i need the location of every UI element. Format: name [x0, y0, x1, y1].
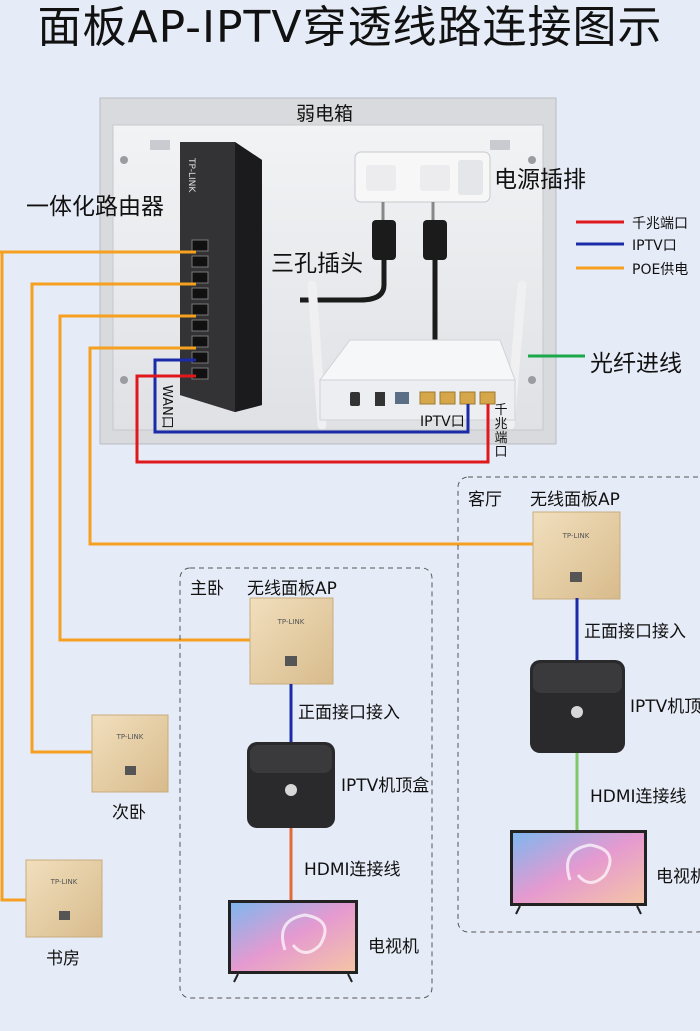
master-room-box: [179, 567, 433, 999]
svg-text:TP-LINK: TP-LINK: [116, 733, 144, 741]
iptv-line: [153, 358, 470, 434]
poe-lines: [0, 250, 534, 902]
study-label: 书房: [46, 949, 80, 969]
router-label: 一体化路由器: [26, 194, 164, 220]
router-brand: TP-LINK: [186, 158, 196, 193]
panel-ap-living: TP-LINK: [532, 511, 621, 600]
power-strip-label: 电源插排: [494, 167, 586, 193]
wan-port-label: WAN口: [159, 385, 174, 429]
gigabit-port-label: 千兆端口: [494, 403, 508, 460]
svg-text:TP-LINK: TP-LINK: [277, 618, 305, 626]
panel-ap-second-bedroom: TP-LINK: [91, 714, 169, 793]
integrated-router: [180, 142, 262, 412]
panel-ap-study: TP-LINK: [25, 859, 103, 938]
ap-brand-living: TP-LINK: [562, 532, 590, 540]
fiber-label: 光纤进线: [590, 351, 682, 377]
three-pin-plugs: [300, 202, 447, 340]
living-hdmi-label: HDMI连接线: [590, 787, 687, 807]
living-room-box: [457, 476, 700, 933]
master-room-title: 主卧: [190, 579, 224, 599]
living-room-title: 客厅: [468, 490, 502, 510]
svg-text:TP-LINK: TP-LINK: [50, 878, 78, 886]
optical-modem: [307, 280, 527, 430]
living-front-port-label: 正面接口接入: [584, 622, 686, 642]
panel-ap-master: TP-LINK: [249, 597, 334, 685]
legend-iptv: IPTV口: [632, 238, 677, 254]
master-ap-label: 无线面板AP: [247, 579, 337, 599]
second-bedroom-label: 次卧: [112, 803, 146, 823]
legend-gigabit: 千兆端口: [632, 216, 688, 232]
master-tv-label: 电视机: [368, 937, 419, 957]
plug-label: 三孔插头: [271, 251, 363, 277]
power-strip: [354, 151, 491, 203]
stb-master: [247, 742, 335, 828]
legend-lines: [576, 220, 624, 270]
gigabit-line: [135, 374, 490, 464]
master-hdmi-label: HDMI连接线: [304, 860, 401, 880]
master-stb-label: IPTV机顶盒: [341, 776, 430, 796]
box-label: 弱电箱: [296, 103, 354, 125]
legend-poe: POE供电: [632, 262, 689, 278]
tv-master: [228, 900, 358, 983]
iptv-port-label: IPTV口: [420, 414, 465, 430]
tv-living: [510, 830, 647, 915]
master-front-port-label: 正面接口接入: [298, 703, 400, 723]
living-tv-label: 电视机: [656, 867, 700, 887]
living-ap-label: 无线面板AP: [530, 490, 620, 510]
living-stb-label: IPTV机顶: [630, 697, 700, 717]
stb-living: [530, 660, 625, 753]
page-title: 面板AP-IPTV穿透线路连接图示: [37, 2, 663, 53]
